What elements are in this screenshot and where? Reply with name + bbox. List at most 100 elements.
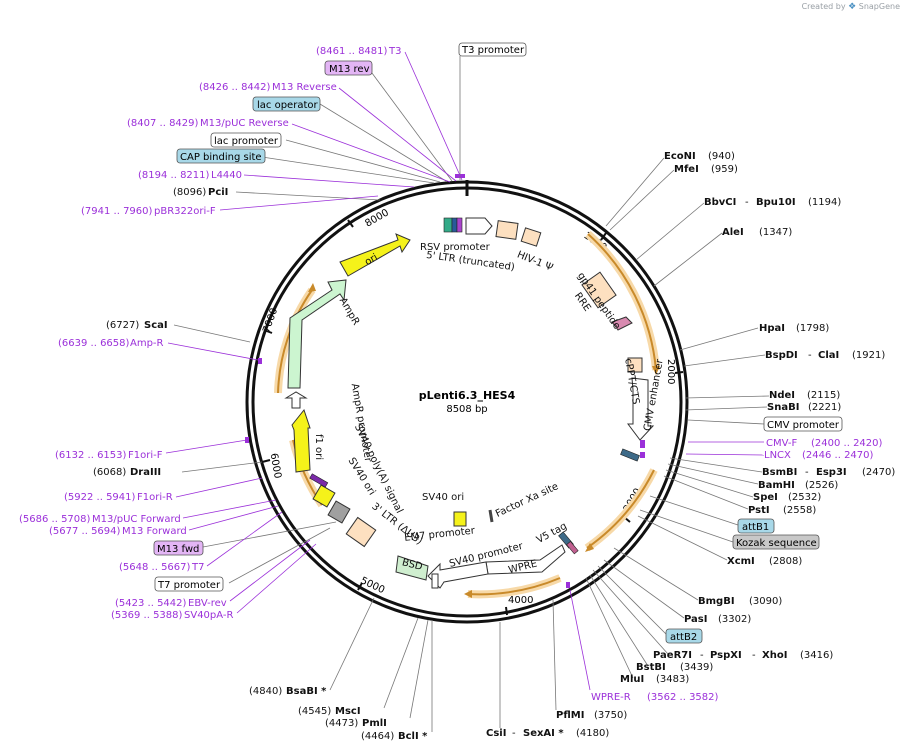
left-labels: (6727) ScaI (6639 .. 6658) Amp-R (6132 .…: [19, 320, 233, 621]
primer-label-sv40pa-r: (5369 .. 5388) SV40pA-R: [111, 610, 233, 621]
enzyme-name: CsiI: [486, 728, 506, 739]
enzyme-name: BsmBI: [762, 467, 797, 478]
box-cap-binding-site: CAP binding site: [176, 148, 266, 164]
primer-mark: [640, 440, 645, 448]
primer-position: (2446 .. 2470): [802, 450, 874, 461]
primer-name: M13/pUC Forward: [92, 514, 181, 525]
primer-label-f1ori-r: (5922 .. 5941) F1ori-R: [64, 492, 173, 503]
feature-block: [451, 217, 458, 233]
enzyme-label-bbvci-bpu10i: BbvCI - Bpu10I (1194): [704, 197, 841, 208]
primer-name: CMV-F: [766, 438, 797, 449]
enzyme-name: PstI: [748, 505, 770, 516]
v5-block: [566, 541, 579, 555]
leader-line: [228, 527, 331, 584]
box-t7-promoter: T7 promoter: [154, 576, 224, 592]
box-kozak-sequence: Kozak sequence: [732, 534, 820, 550]
label-box: [763, 416, 843, 432]
enzyme-position: (3483): [656, 674, 689, 685]
enzyme-position: (959): [711, 164, 738, 175]
box-text: M13 rev: [329, 64, 370, 75]
svg-text:-: -: [752, 650, 756, 661]
label-box: [737, 518, 775, 534]
enzyme-name: PasI: [684, 614, 707, 625]
leader-line: [683, 354, 766, 367]
enzyme-label-bamhi: BamHI (2526): [758, 480, 838, 491]
enzyme-position: (3416): [800, 650, 833, 661]
enzyme-position: (2115): [807, 390, 840, 401]
small-feature-block: [309, 473, 329, 488]
enzyme-name: BmgBI: [698, 596, 735, 607]
leader-line: [687, 419, 765, 425]
primer-label-m13-forward: (5677 .. 5694) M13 Forward: [49, 526, 187, 537]
leader-line: [329, 597, 375, 691]
feature-block: [443, 217, 453, 233]
leader-line: [665, 469, 754, 498]
enzyme-name: BamHI: [758, 480, 795, 491]
primer-name: F1ori-F: [128, 450, 163, 461]
label-box: [154, 576, 224, 592]
enzyme-label-xcmi: XcmI (2808): [727, 556, 802, 567]
primer-position: (5369 .. 5388): [111, 610, 183, 621]
primer-name: F1ori-R: [137, 492, 173, 503]
orange-arc: [277, 289, 313, 394]
primer-label-f1ori-f: (6132 .. 6153) F1ori-F: [55, 450, 163, 461]
box-attb1: attB1: [737, 518, 775, 534]
arrowhead-icon: [308, 283, 316, 292]
enzyme-label-econi: EcoNI (940): [664, 151, 735, 162]
primer-position: (5677 .. 5694): [49, 526, 121, 537]
bsd-arrow: [395, 555, 429, 581]
label-box: [324, 60, 373, 76]
box-lac-operator: lac operator: [252, 96, 321, 112]
leader-line: [684, 406, 768, 411]
hiv-psi-block: [520, 227, 542, 247]
enzyme-label-pflmi: PflMI (3750): [556, 710, 627, 721]
backbone: [245, 180, 689, 624]
label-box: [176, 148, 266, 164]
ampr-arrow: [287, 279, 347, 389]
enzyme-name: MscI: [335, 706, 361, 717]
leader-line: [637, 515, 728, 561]
leader-line: [229, 539, 311, 602]
enzyme-leader-lines: [173, 56, 770, 732]
tick-mark: [347, 219, 354, 228]
enzyme-name: SexAI *: [523, 728, 564, 739]
box-text: CAP binding site: [180, 152, 262, 163]
primer-label-m13-puc-forward: (5686 .. 5708) M13/pUC Forward: [19, 514, 181, 525]
primer-mark: [640, 452, 645, 458]
enzyme-name: AleI: [722, 227, 744, 238]
enzyme-position: (3750): [594, 710, 627, 721]
primer-label-lncx: LNCX (2446 .. 2470): [764, 450, 874, 461]
leader-line: [589, 574, 649, 667]
enzyme-name: PmlI: [362, 718, 387, 729]
ampr-promoter-arrow: [284, 391, 308, 409]
leader-line: [649, 495, 739, 526]
primer-mark: [566, 582, 570, 588]
feature-block: [456, 217, 463, 233]
leader-line: [552, 599, 557, 711]
enzyme-label-snabi: SnaBI (2221): [767, 402, 841, 413]
enzyme-label-pmli: (4473) PmlI: [325, 718, 387, 729]
leader-line: [338, 87, 457, 182]
leader-line: [685, 453, 765, 456]
enzyme-label-draiii: (6068) DraIII: [93, 467, 161, 478]
enzyme-label-bmgbi: BmgBI (3090): [698, 596, 782, 607]
feature-label: Factor Xa site: [494, 481, 560, 520]
enzyme-position: (2470): [862, 467, 895, 478]
leader-line: [319, 103, 447, 182]
primer-name: EBV-rev: [188, 598, 227, 609]
arrowhead-icon: [585, 543, 594, 552]
leader-line: [592, 569, 669, 655]
svg-text:-: -: [700, 650, 704, 661]
enzyme-position: (2808): [769, 556, 802, 567]
enzyme-name: PspXI: [710, 650, 742, 661]
leader-line: [368, 68, 453, 182]
leader-line: [235, 191, 381, 201]
primer-label-t7: (5648 .. 5667) T7: [119, 562, 204, 573]
factor-xa-mark: [488, 509, 494, 523]
leader-line: [291, 123, 451, 183]
enzyme-name: Bpu10I: [756, 197, 796, 208]
ltr5-block: [495, 220, 519, 240]
enzyme-label-spei: SpeI (2532): [753, 492, 821, 503]
enzyme-label-scai: (6727) ScaI: [106, 320, 168, 331]
enzyme-name: BsaBI *: [286, 686, 327, 697]
